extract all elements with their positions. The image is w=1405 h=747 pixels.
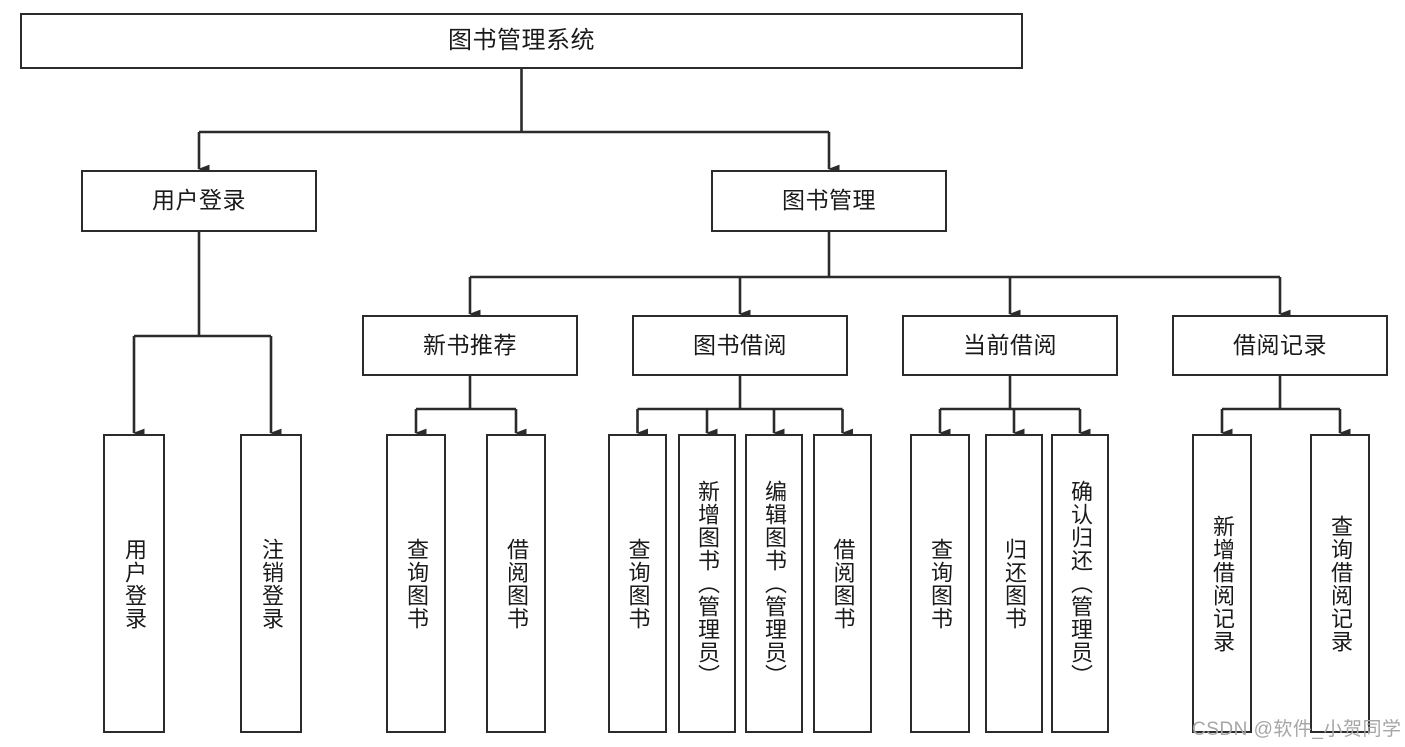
node-label: 图书管理 bbox=[782, 187, 876, 214]
node-leaf-query-book-2[interactable]: 查询图书 bbox=[608, 434, 667, 733]
node-new-book-rec[interactable]: 新书推荐 bbox=[362, 315, 578, 376]
node-leaf-query-record[interactable]: 查询借阅记录 bbox=[1310, 434, 1370, 733]
node-label: 编辑图书（管理员） bbox=[761, 480, 787, 687]
node-leaf-confirm-return[interactable]: 确认归还（管理员） bbox=[1051, 434, 1109, 733]
node-leaf-borrow-book-1[interactable]: 借阅图书 bbox=[486, 434, 546, 733]
node-leaf-add-record[interactable]: 新增借阅记录 bbox=[1192, 434, 1252, 733]
node-leaf-user-login[interactable]: 用户登录 bbox=[103, 434, 165, 733]
node-leaf-query-book-3[interactable]: 查询图书 bbox=[910, 434, 970, 733]
node-leaf-borrow-book-2[interactable]: 借阅图书 bbox=[813, 434, 872, 733]
node-label: 借阅记录 bbox=[1233, 331, 1327, 358]
node-leaf-return-book[interactable]: 归还图书 bbox=[985, 434, 1043, 733]
connector-lines bbox=[132, 69, 1351, 438]
node-label: 查询借阅记录 bbox=[1327, 514, 1353, 653]
node-label: 新书推荐 bbox=[423, 331, 517, 358]
node-root[interactable]: 图书管理系统 bbox=[20, 13, 1023, 69]
node-leaf-add-book[interactable]: 新增图书（管理员） bbox=[678, 434, 736, 733]
node-label: 图书管理系统 bbox=[448, 26, 595, 54]
node-label: 查询图书 bbox=[927, 537, 953, 630]
node-leaf-query-book-1[interactable]: 查询图书 bbox=[386, 434, 446, 733]
node-borrow-record[interactable]: 借阅记录 bbox=[1172, 315, 1388, 376]
node-book-borrow[interactable]: 图书借阅 bbox=[632, 315, 848, 376]
node-leaf-edit-book[interactable]: 编辑图书（管理员） bbox=[745, 434, 803, 733]
node-label: 借阅图书 bbox=[830, 537, 856, 630]
node-user-login[interactable]: 用户登录 bbox=[81, 170, 317, 232]
node-label: 当前借阅 bbox=[963, 331, 1057, 358]
node-label: 用户登录 bbox=[152, 187, 246, 214]
node-label: 查询图书 bbox=[403, 537, 429, 630]
node-label: 注销登录 bbox=[258, 537, 284, 630]
node-label: 查询图书 bbox=[625, 537, 651, 630]
node-label: 用户登录 bbox=[121, 537, 147, 630]
node-label: 图书借阅 bbox=[693, 331, 787, 358]
node-current-borrow[interactable]: 当前借阅 bbox=[902, 315, 1118, 376]
node-label: 借阅图书 bbox=[503, 537, 529, 630]
node-label: 新增借阅记录 bbox=[1209, 514, 1235, 653]
node-label: 归还图书 bbox=[1001, 537, 1027, 630]
node-book-manage[interactable]: 图书管理 bbox=[711, 170, 947, 232]
node-label: 新增图书（管理员） bbox=[694, 480, 720, 687]
node-leaf-logout[interactable]: 注销登录 bbox=[240, 434, 302, 733]
node-label: 确认归还（管理员） bbox=[1067, 480, 1093, 687]
